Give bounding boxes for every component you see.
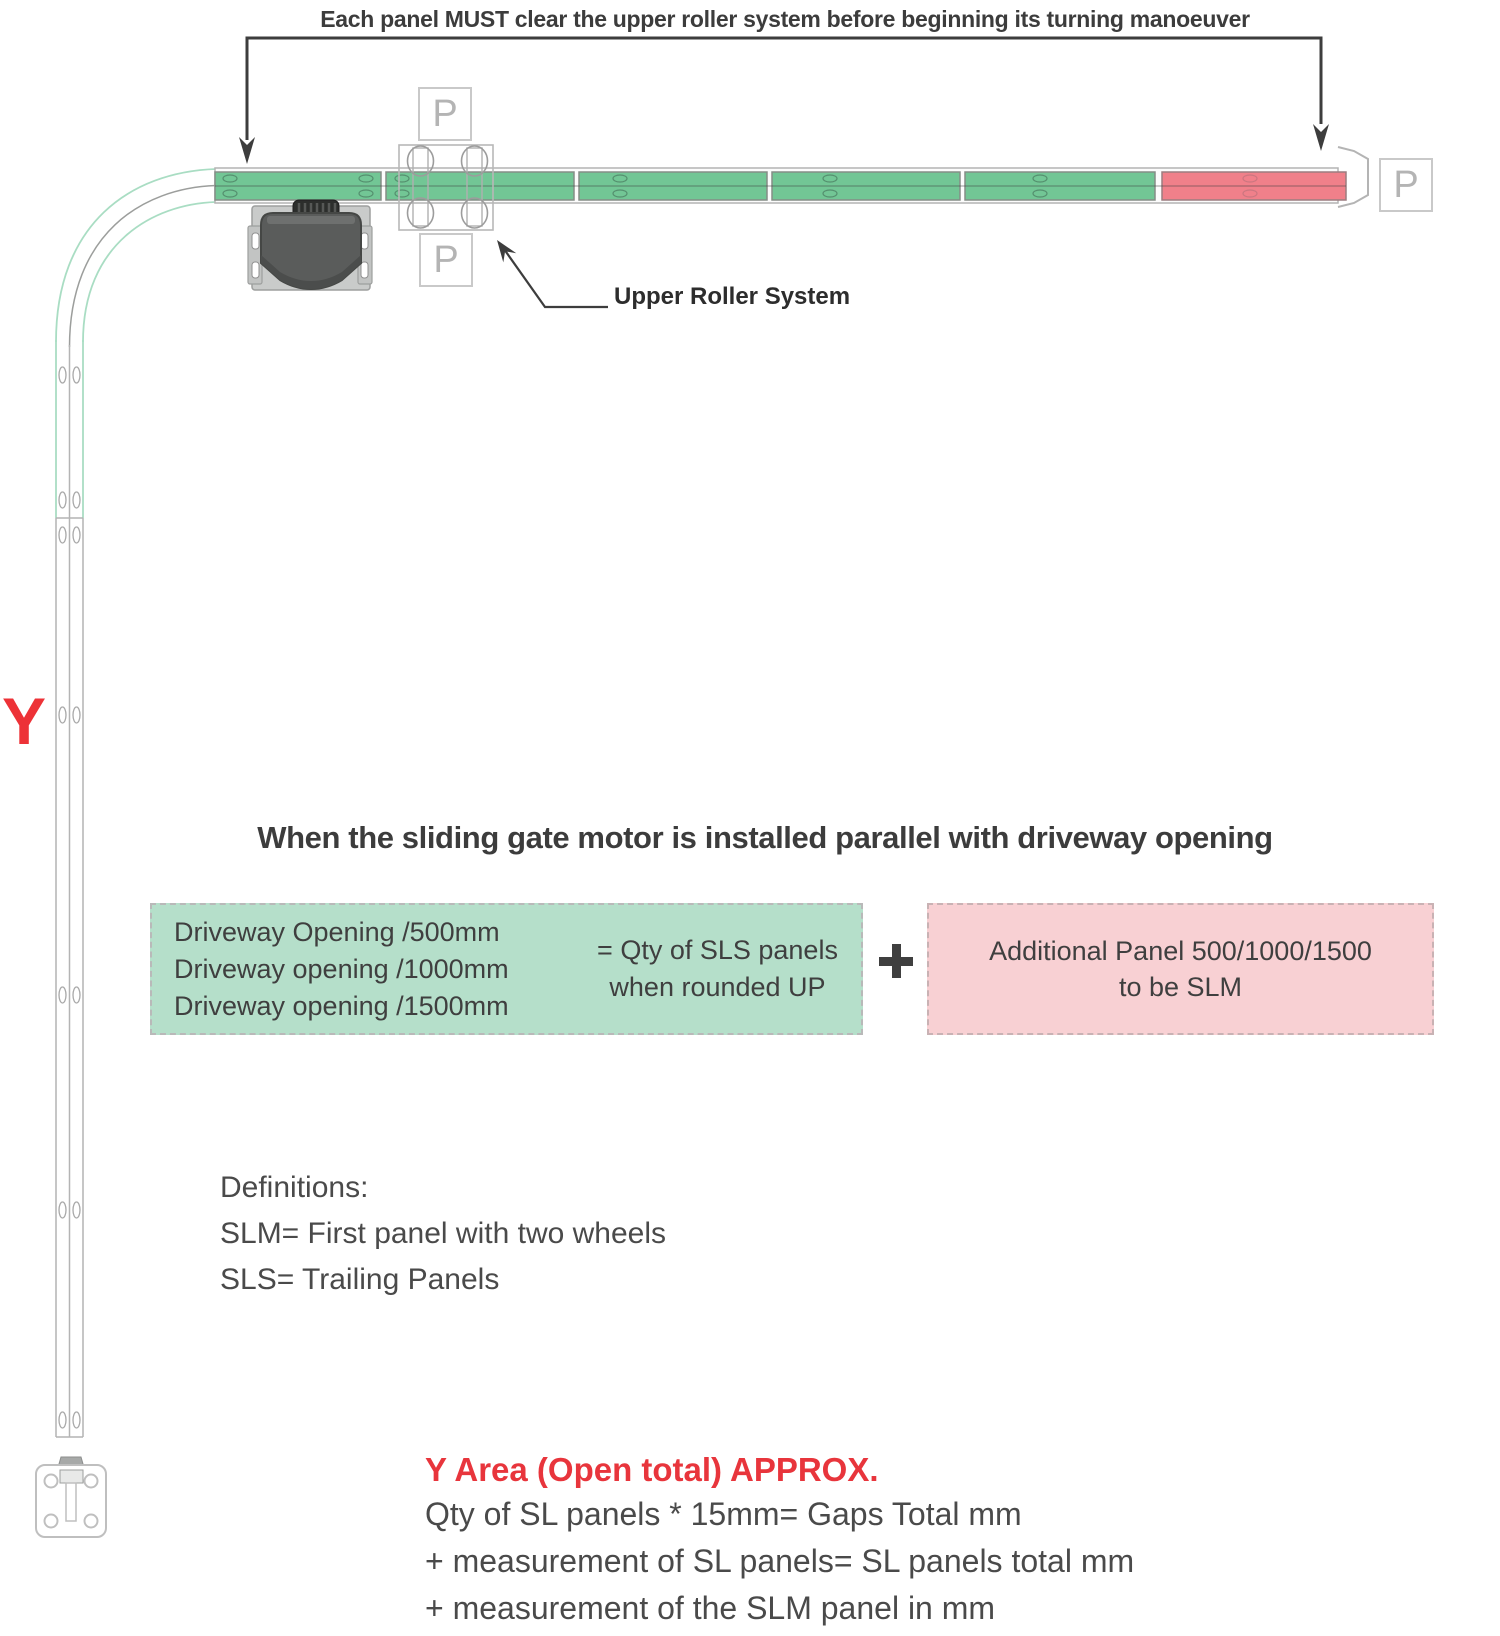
y-area-marker: Y: [2, 684, 47, 758]
panel-sls-2: [385, 171, 575, 201]
sls-qty-line: when rounded UP: [609, 972, 826, 1002]
panel-sls-4: [771, 171, 961, 201]
vertical-track: [55, 340, 84, 1438]
driveway-opening-line: Driveway opening /1500mm: [174, 990, 509, 1021]
post-marker-bottom: P: [419, 233, 473, 287]
definitions-title: Definitions:: [220, 1171, 369, 1204]
driveway-opening-line: Driveway Opening /500mm: [174, 916, 500, 947]
y-area-formula-line: + measurement of SL panels= SL panels to…: [425, 1543, 1135, 1579]
additional-panel-box: Additional Panel 500/1000/1500 to be SLM: [927, 903, 1434, 1035]
definitions-block: Definitions: SLM= First panel with two w…: [220, 1165, 666, 1303]
driveway-opening-box: Driveway Opening /500mm Driveway opening…: [150, 903, 863, 1035]
sls-qty-result: = Qty of SLS panels when rounded UP: [574, 932, 861, 1006]
down-arrow-icon: [239, 137, 255, 164]
mounting-plate: [35, 1456, 107, 1538]
sls-qty-line: = Qty of SLS panels: [597, 935, 838, 965]
clearance-note: Each panel MUST clear the upper roller s…: [320, 6, 1250, 32]
down-arrow-icon: [1313, 124, 1329, 151]
definition-item: SLM= First panel with two wheels: [220, 1217, 667, 1250]
panel-sls-3: [578, 171, 768, 201]
post-marker-right: P: [1379, 158, 1433, 212]
clearance-bracket: [245, 36, 1323, 140]
additional-panel-line: Additional Panel 500/1000/1500: [989, 936, 1372, 966]
post-letter: P: [433, 238, 459, 281]
driveway-opening-options: Driveway Opening /500mm Driveway opening…: [152, 914, 574, 1025]
panel-slm: [1161, 171, 1347, 201]
driveway-opening-line: Driveway opening /1000mm: [174, 953, 509, 984]
y-area-formula-line: Qty of SL panels * 15mm= Gaps Total mm: [425, 1496, 1022, 1532]
panel-sls-1: [214, 171, 382, 201]
pointer-arrow-icon: [497, 240, 517, 263]
roller-pointer-line: [497, 240, 608, 309]
post-letter: P: [1393, 163, 1419, 206]
section-heading: When the sliding gate motor is installed…: [257, 820, 1273, 855]
track-curve: [55, 168, 217, 348]
panel-sls-5: [964, 171, 1156, 201]
definition-item: SLS= Trailing Panels: [220, 1263, 500, 1296]
upper-roller-system-label: Upper Roller System: [614, 283, 851, 310]
gate-motor: [247, 199, 373, 291]
upper-roller-system: [398, 144, 494, 231]
latch-receiver: [1337, 146, 1369, 208]
additional-panel-line: to be SLM: [1118, 972, 1243, 1002]
y-area-formula-line: + measurement of the SLM panel in mm: [425, 1590, 996, 1626]
plus-icon: [879, 944, 913, 978]
y-area-title: Y Area (Open total) APPROX.: [425, 1451, 879, 1488]
gate-panels: [214, 171, 1347, 201]
vertical-track-rivets: [58, 366, 81, 1429]
y-area-formula-block: Y Area (Open total) APPROX. Qty of SL pa…: [425, 1449, 1134, 1632]
post-letter: P: [432, 92, 458, 135]
post-marker-top: P: [418, 87, 472, 141]
